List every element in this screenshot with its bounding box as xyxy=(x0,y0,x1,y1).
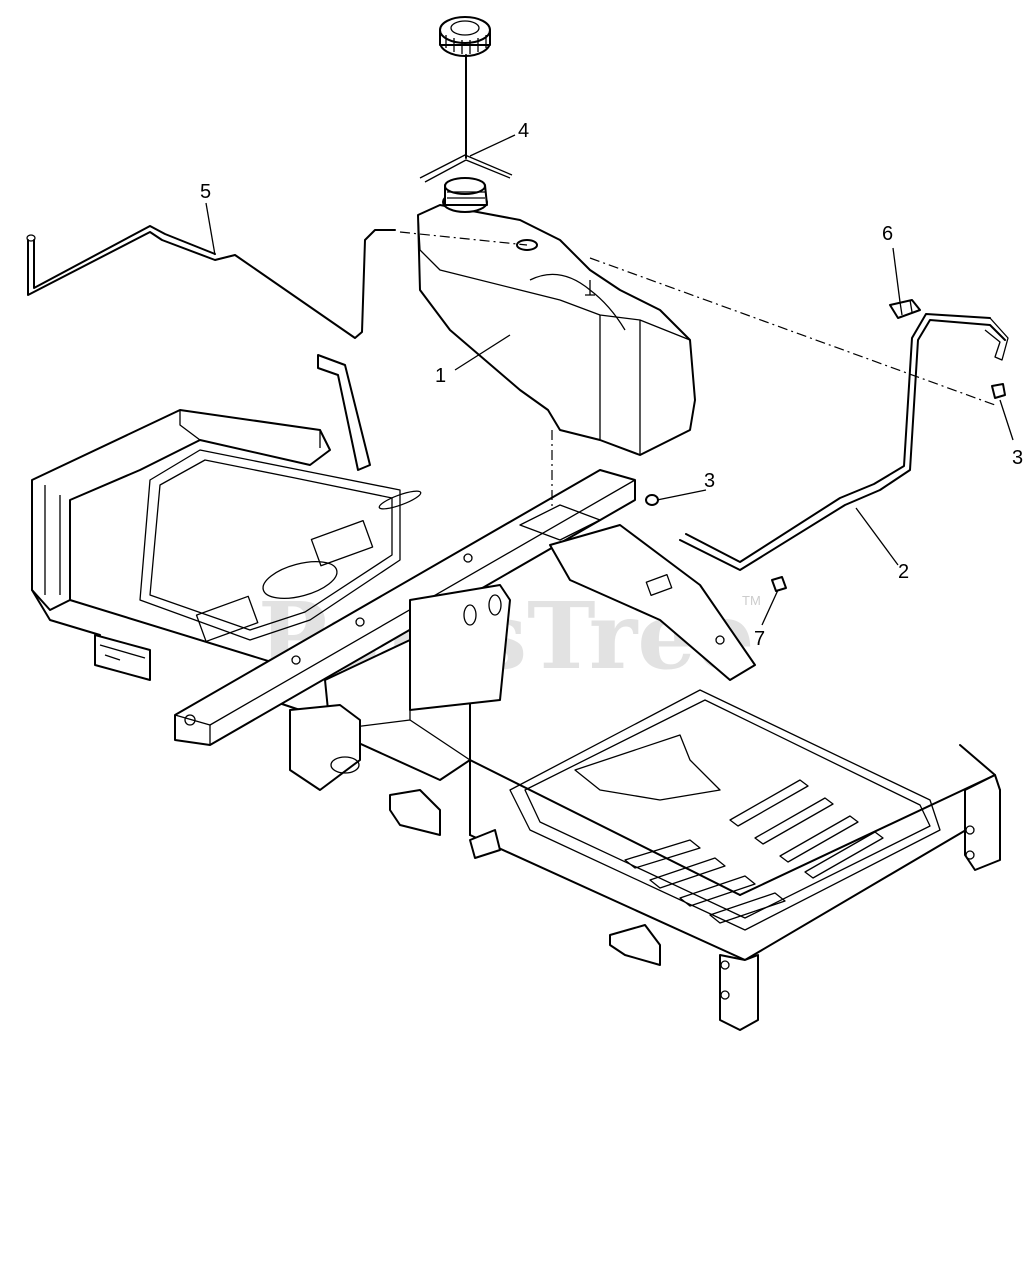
clamp-3-left[interactable] xyxy=(645,494,659,506)
callouts: 1 2 3 3 4 5 6 7 xyxy=(200,120,1023,650)
fuel-line-5[interactable] xyxy=(26,225,396,339)
fuel-cap[interactable] xyxy=(419,16,513,183)
watermark-trademark: TM xyxy=(742,593,761,608)
callout-3b: 3 xyxy=(1012,447,1023,469)
callout-1: 1 xyxy=(435,365,446,387)
callout-2: 2 xyxy=(898,561,909,583)
fuel-line-2[interactable] xyxy=(679,313,1009,571)
callout-5: 5 xyxy=(200,181,211,203)
callout-3a: 3 xyxy=(704,470,715,492)
clip-7[interactable] xyxy=(771,576,787,592)
clip-6[interactable] xyxy=(889,299,921,319)
clamp-3-right[interactable] xyxy=(991,383,1006,399)
fuel-tank[interactable] xyxy=(417,177,696,456)
chassis-frame xyxy=(31,354,1001,1031)
callout-4: 4 xyxy=(518,120,529,142)
assembly-guide-lines xyxy=(399,231,996,510)
callout-6: 6 xyxy=(882,223,893,245)
callout-7: 7 xyxy=(754,628,765,650)
